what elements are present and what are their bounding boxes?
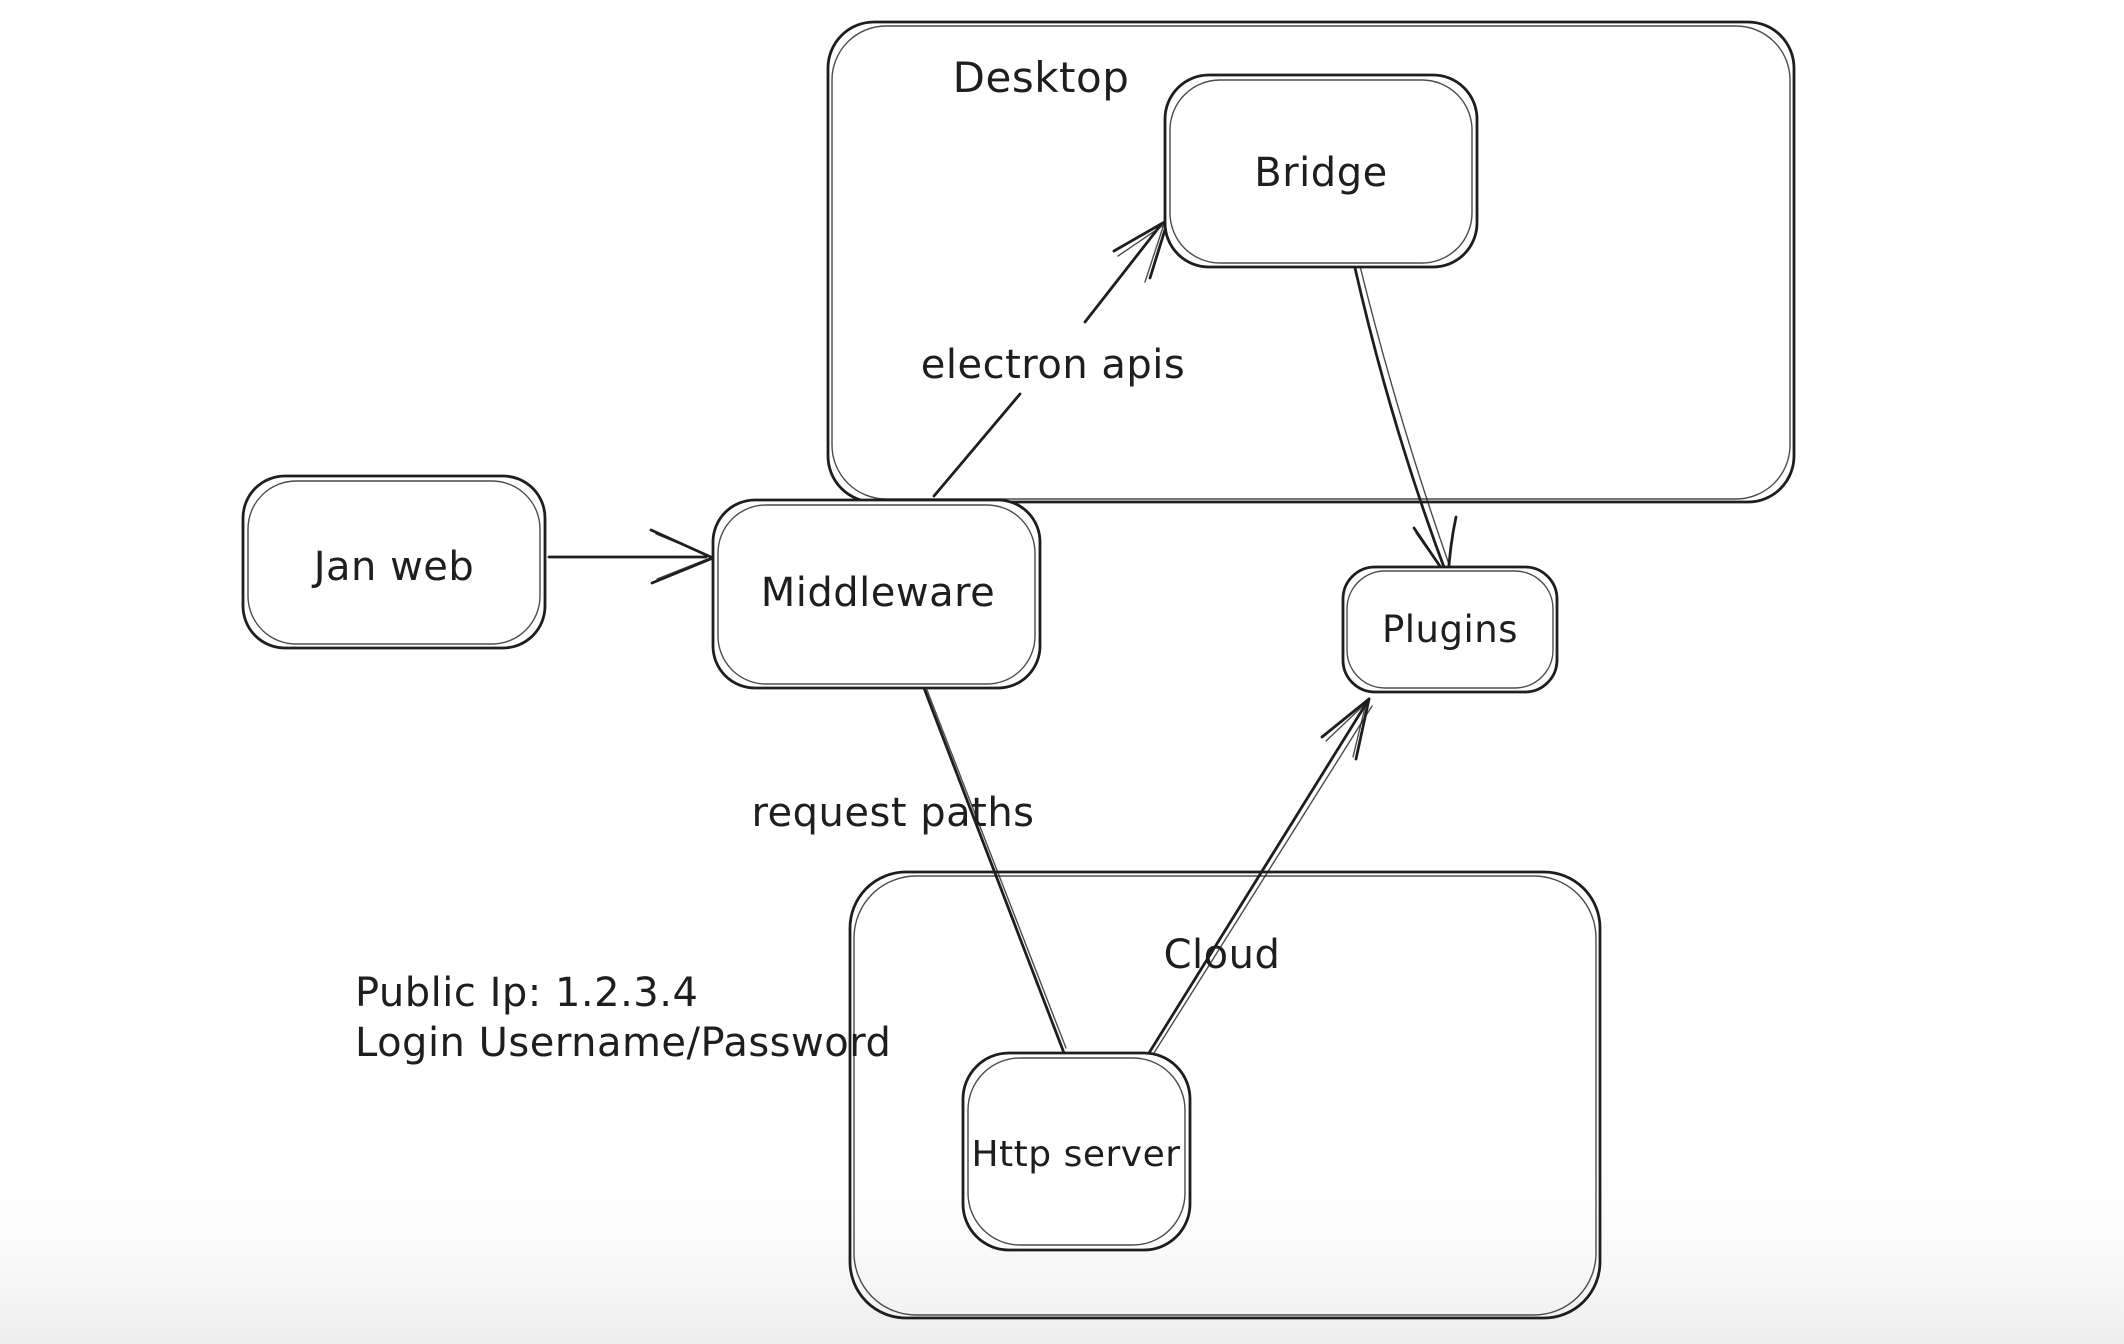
plugins-node[interactable] <box>1341 565 1559 694</box>
arrow-shaft-segment <box>932 392 1022 498</box>
jan-web-box-sketch <box>247 480 541 645</box>
middleware-box <box>711 498 1042 690</box>
line-shaft-sketch <box>926 689 1067 1049</box>
desktop-container-stroke <box>826 20 1796 504</box>
jan-web-box <box>241 474 547 650</box>
http-server-label: Http server <box>971 1134 1180 1175</box>
bridge-node[interactable] <box>1163 73 1479 269</box>
bridge-box-sketch <box>1169 79 1473 264</box>
jan-web-node[interactable] <box>241 474 547 650</box>
bridge-label: Bridge <box>1254 150 1387 196</box>
jan-web-label: Jan web <box>311 544 475 590</box>
middleware-node[interactable] <box>711 498 1042 690</box>
arrow-shaft-segment <box>1083 224 1162 324</box>
arrowhead-sketch <box>1352 702 1367 758</box>
arrowhead-sketch <box>1117 223 1166 257</box>
arrowhead-barb <box>1112 218 1170 253</box>
arrow-shaft-sketch <box>1153 705 1373 1054</box>
arrowhead-sketch <box>656 557 711 580</box>
line-shaft <box>922 686 1066 1055</box>
plugins-box-sketch <box>1346 570 1554 689</box>
http-server-box-sketch <box>967 1057 1186 1246</box>
arrow-shaft <box>1353 266 1450 580</box>
arrowhead-sketch <box>1144 223 1165 283</box>
desktop-container-sketch-stroke <box>831 25 1791 500</box>
http-server-box <box>961 1051 1192 1252</box>
plugins-label: Plugins <box>1382 608 1518 651</box>
arrowhead-sketch <box>1325 702 1367 742</box>
arrow-shaft <box>1147 697 1371 1055</box>
cloud-container-stroke <box>848 870 1602 1320</box>
cloud-container-sketch-stroke <box>853 875 1597 1316</box>
login-note: Login Username/Password <box>355 1020 891 1066</box>
desktop-container[interactable] <box>826 20 1796 504</box>
middleware-label: Middleware <box>761 570 996 616</box>
middleware-box-sketch <box>717 504 1036 685</box>
arrow-janweb-to-middleware[interactable] <box>547 528 715 585</box>
cloud-container[interactable] <box>848 870 1602 1320</box>
arrowhead-barb <box>650 556 715 585</box>
arrowhead-sketch <box>655 533 711 557</box>
edge-label-electron-apis: electron apis <box>921 342 1185 388</box>
public-ip-note: Public Ip: 1.2.3.4 <box>355 970 698 1016</box>
arrow-httpserver-to-plugins[interactable] <box>1147 697 1373 1055</box>
edge-label-request-paths: request paths <box>751 790 1034 836</box>
arrow-shaft-sketch <box>1359 265 1452 571</box>
http-server-node[interactable] <box>961 1051 1192 1252</box>
arrowhead-barb <box>1320 697 1371 739</box>
plugins-box <box>1341 565 1559 694</box>
arrowhead-barb <box>1354 697 1371 761</box>
desktop-container-label: Desktop <box>953 53 1130 102</box>
bridge-box <box>1163 73 1479 269</box>
line-middleware-to-httpserver[interactable] <box>922 686 1067 1055</box>
cloud-container-label: Cloud <box>1164 932 1281 978</box>
arrow-bridge-to-plugins[interactable] <box>1353 265 1458 580</box>
